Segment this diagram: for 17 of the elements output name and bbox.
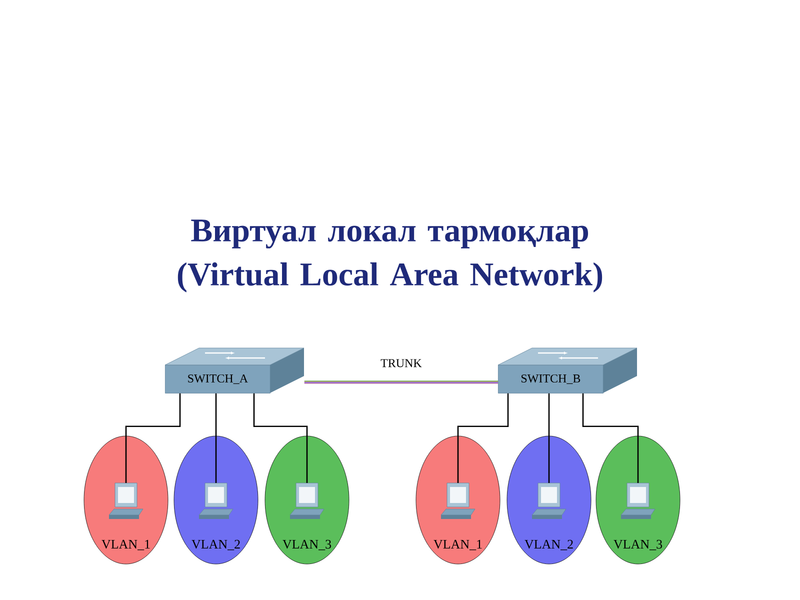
edge-label: TRUNK [380,359,422,368]
network-cable [253,393,308,483]
network-cable [125,393,181,483]
computer-icon [198,482,234,519]
trunk-line [304,380,498,384]
computer-icon [532,482,566,519]
computer-icon [290,482,324,519]
switch-drawing: SWITCH_A [164,348,304,394]
network-cable [215,393,217,483]
computer-icon [620,482,656,519]
network-cable [457,393,509,483]
switch-drawing: SWITCH_B [498,348,638,394]
network-cable [548,393,550,483]
computer-icon [440,482,476,519]
network-cable [582,393,639,483]
title: Виртуал локал тармоқлар (Virtual Local Area Network) [178,220,602,292]
computer-icon [108,482,144,519]
